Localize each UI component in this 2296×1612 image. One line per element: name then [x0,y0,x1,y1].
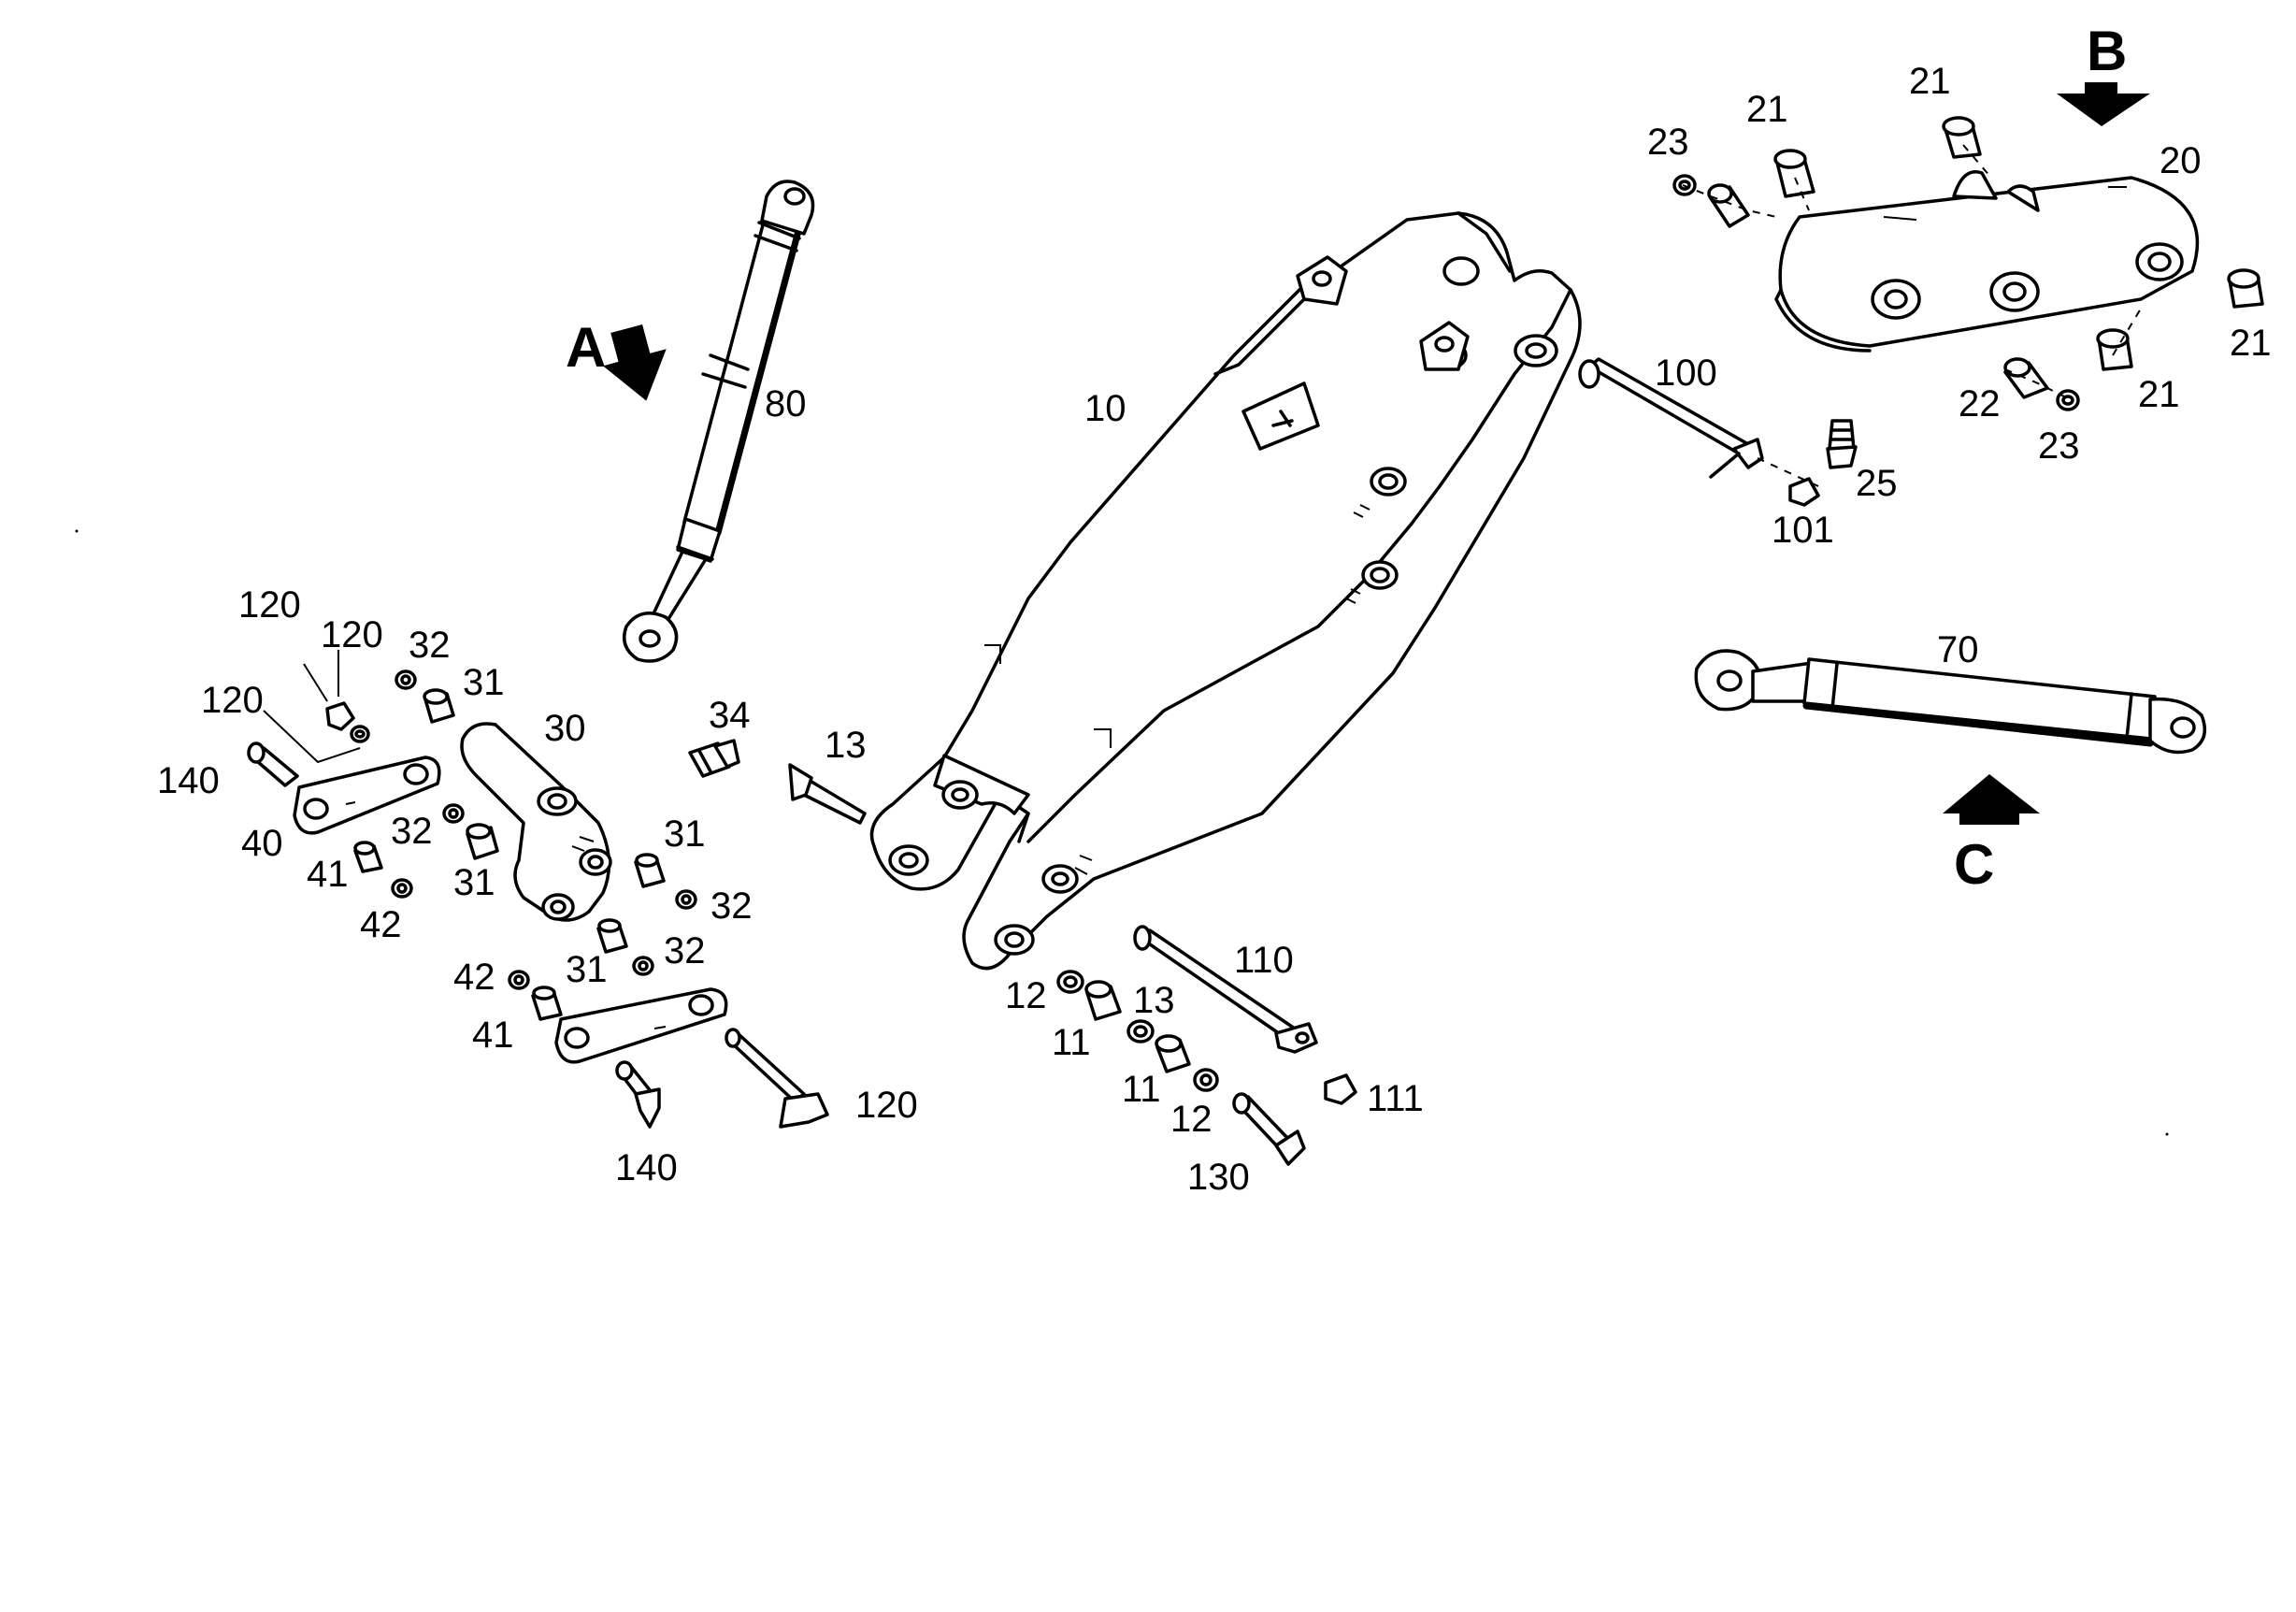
callout-32: 32 [409,625,451,666]
callout-31: 31 [566,949,608,990]
callout-10: 10 [1084,388,1126,429]
pin-13 [788,763,867,825]
callout-42: 42 [453,957,495,998]
washer-12a [1056,970,1084,994]
callout-41: 41 [307,854,349,895]
cylinder-80 [623,180,815,663]
view-arrow-c: C [1943,774,2040,896]
callout-40: 40 [241,823,283,864]
cylinder-70 [1694,649,2207,755]
grease-fitting-34 [688,739,740,778]
callout-12: 12 [1170,1099,1213,1140]
pin-140-upper [247,741,299,787]
bushing-31b [466,823,499,860]
callout-22: 22 [1959,383,2001,425]
washer-32a [395,669,417,690]
callout-12: 12 [1005,975,1047,1016]
bracket-20 [1774,170,2200,353]
callout-21: 21 [2230,323,2272,364]
washer-42a [391,878,413,899]
view-arrow-b: B [2057,20,2150,126]
boom-10 [869,211,1582,971]
view-arrow-a: A [566,316,667,401]
bushing-41a [353,841,383,873]
nut-111 [1324,1073,1357,1105]
callout-140: 140 [615,1147,678,1188]
callout-34: 34 [709,695,751,736]
callout-140: 140 [157,760,220,801]
washer-23b [2056,389,2080,411]
washer-120 [350,725,370,743]
washer-32b [442,803,465,824]
callout-11: 11 [1122,1069,1161,1110]
washer-13b [1126,1019,1155,1043]
callout-21: 21 [1909,61,1951,102]
callout-31: 31 [463,662,505,703]
washer-32d [632,956,654,976]
view-letter-c: C [1954,833,1994,896]
bushing-upper [1707,183,1750,228]
bushing-31c [634,853,666,888]
link-40-upper [293,756,441,835]
callout-13: 13 [825,725,867,766]
bushing-31d [596,918,628,954]
callout-32: 32 [664,930,706,972]
pin-110 [1133,925,1318,1054]
pin-120-lower [725,1028,829,1129]
bushing-21a [1773,149,1815,198]
leader-lines [263,144,2142,764]
callout-120: 120 [201,680,264,721]
pin-100 [1578,357,1764,479]
bushing-21c [2227,268,2264,309]
grease-fitting-25 [1826,419,1858,469]
callout-110: 110 [1234,940,1294,981]
callout-120: 120 [238,584,301,626]
callout-21: 21 [2138,374,2180,415]
link-40-lower [554,987,728,1064]
bushing-41b [531,986,563,1021]
callout-32: 32 [710,885,753,927]
bushing-21d [2096,328,2133,371]
callout-111: 111 [1367,1078,1424,1119]
callout-80: 80 [765,383,807,425]
nut-101 [1788,477,1820,507]
callout-42: 42 [360,904,402,945]
washer-12b [1193,1068,1219,1092]
callouts: 10 20 21 21 21 21 22 23 23 25 70 80 100 … [157,61,2272,1198]
bushing-11a [1084,980,1122,1021]
callout-120: 120 [321,614,383,655]
view-letter-b: B [2087,20,2127,82]
callout-41: 41 [472,1015,514,1056]
pin-140-lower [615,1060,661,1129]
callout-11: 11 [1052,1022,1091,1063]
bushing-21b [1942,116,1982,159]
bushing-22 [2003,357,2049,399]
washer-32c [675,889,697,910]
callout-100: 100 [1655,353,1717,394]
washer-42b [508,970,530,990]
view-letter-a: A [566,316,606,379]
callout-20: 20 [2160,140,2202,181]
callout-120: 120 [855,1085,918,1126]
callout-23: 23 [2038,425,2080,467]
callout-13: 13 [1133,980,1175,1021]
nut-120 [325,701,355,731]
callout-30: 30 [544,708,586,749]
callout-31: 31 [664,813,706,855]
callout-130: 130 [1187,1157,1250,1198]
callout-70: 70 [1937,629,1979,670]
callout-101: 101 [1772,510,1834,551]
callout-23: 23 [1647,122,1689,163]
callout-21: 21 [1746,89,1788,130]
callout-32: 32 [391,811,433,852]
callout-25: 25 [1856,463,1898,504]
lever-30 [460,722,612,922]
pin-130 [1232,1092,1306,1166]
bushing-11b [1155,1034,1191,1073]
bushing-31a [423,688,455,724]
callout-31: 31 [453,862,495,903]
